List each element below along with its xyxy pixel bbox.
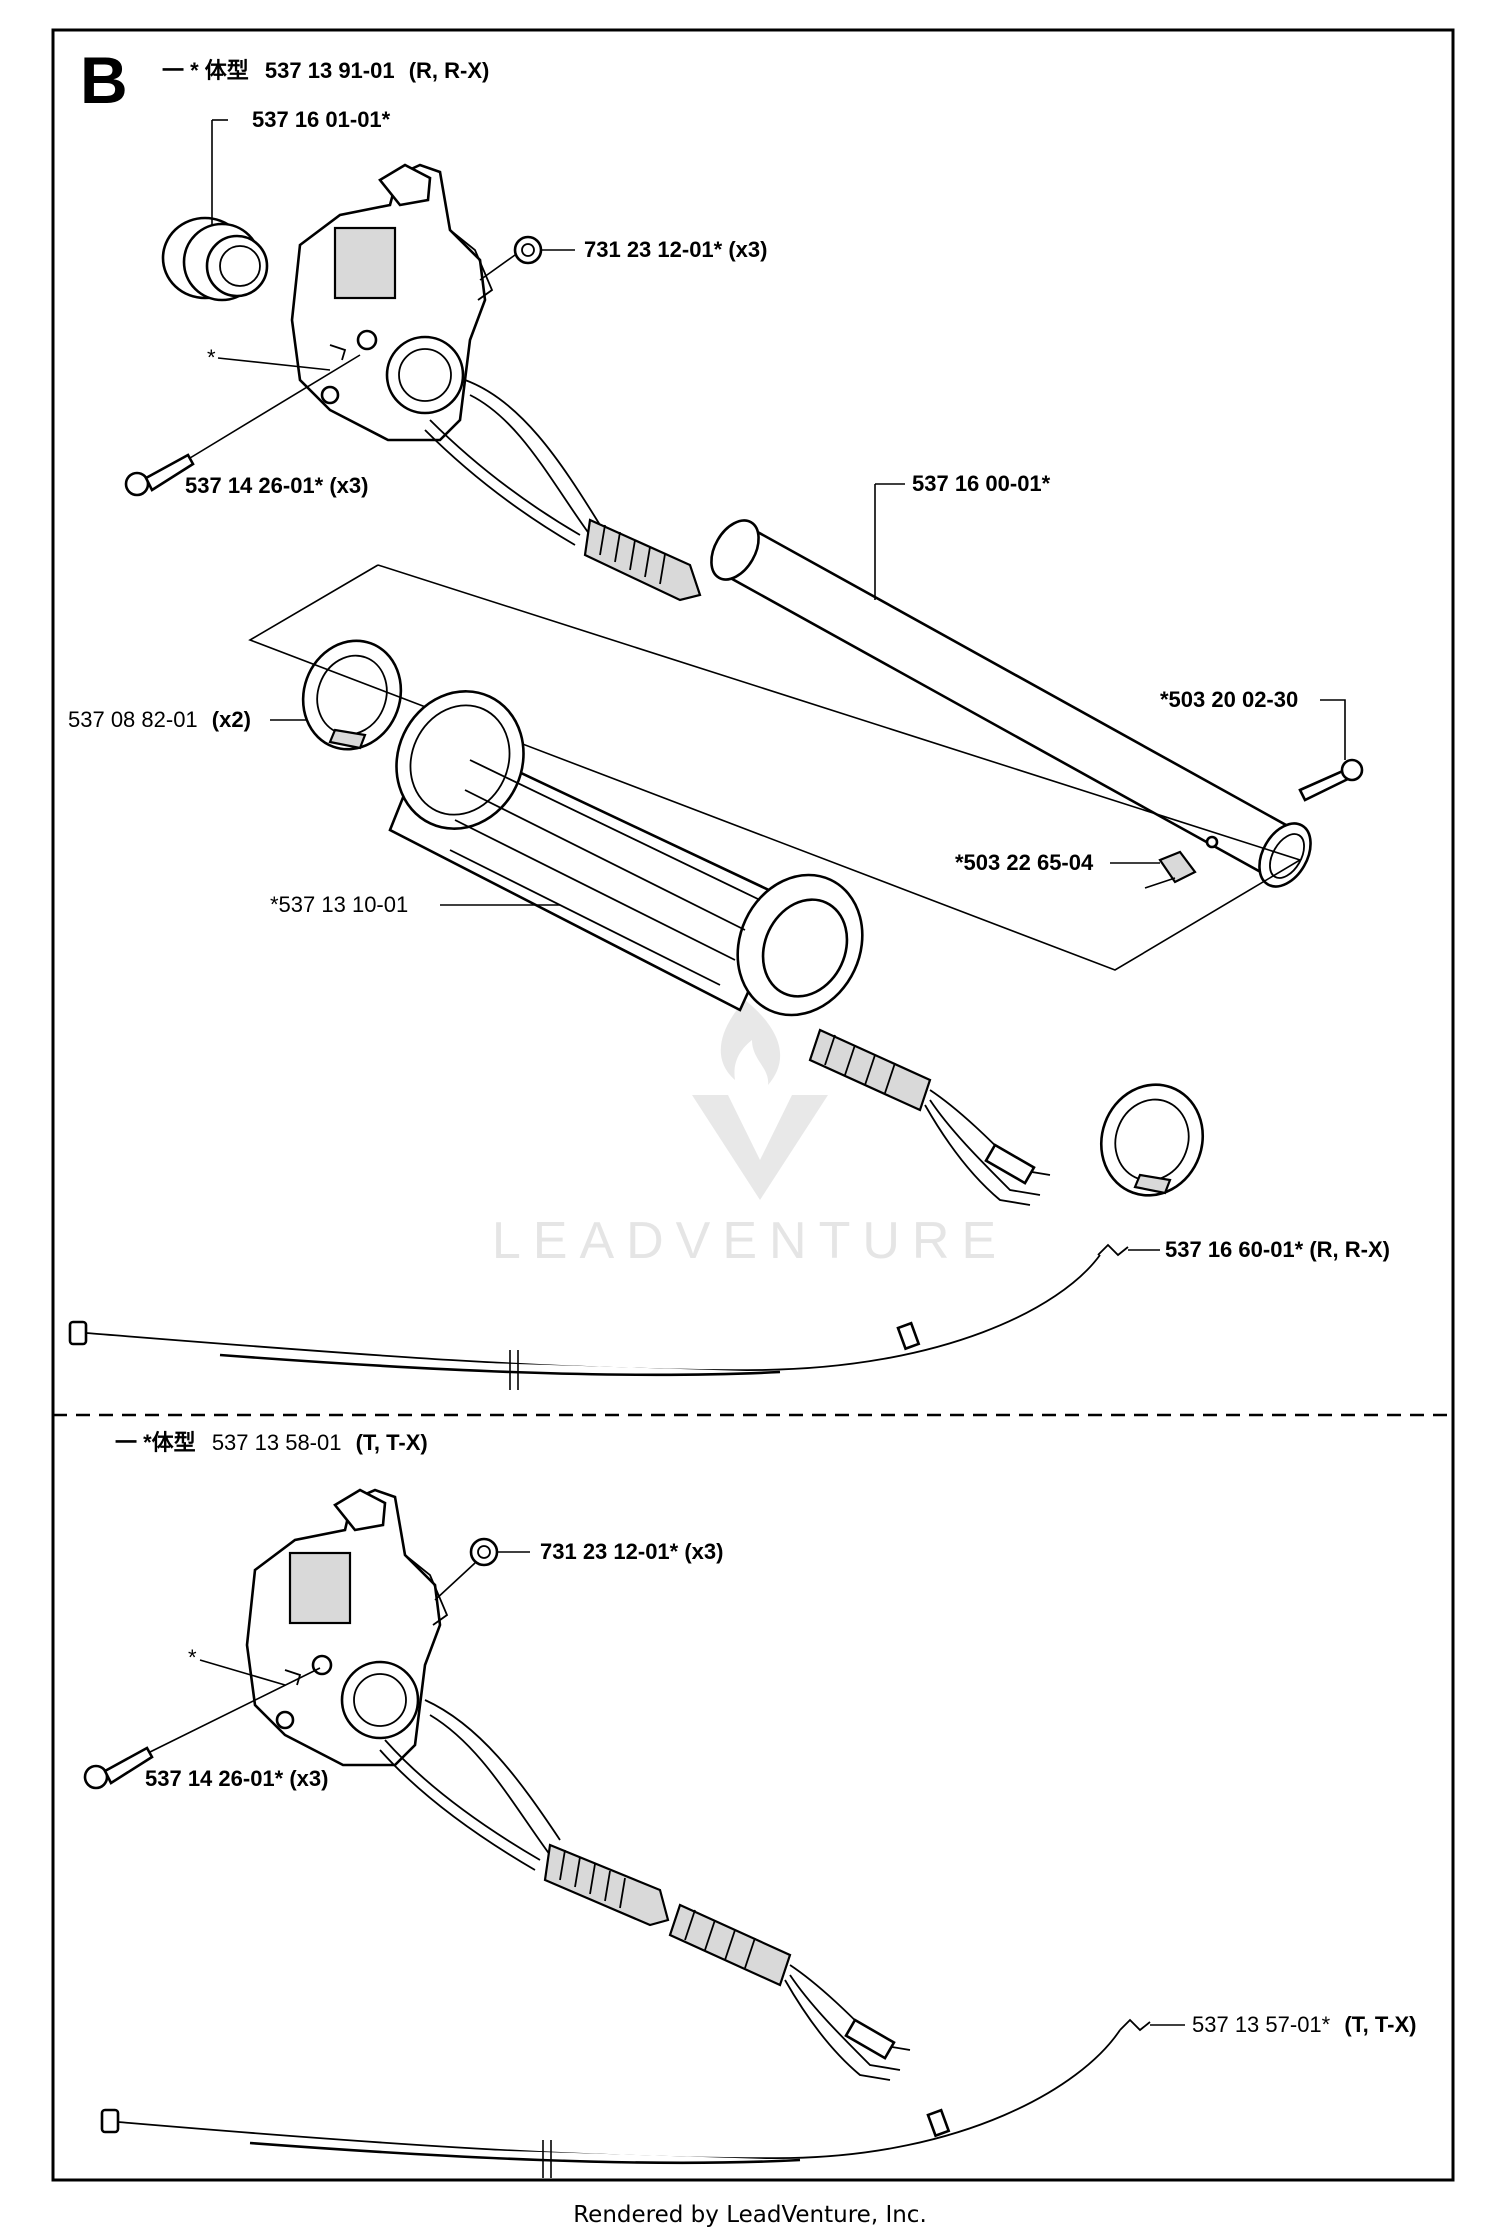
lower-assembly-prefix: 一 *体型: [115, 1430, 196, 1455]
grip-part: [388, 690, 864, 1017]
ring-part-left: [301, 639, 403, 751]
section-letter: B: [80, 43, 128, 117]
bolt-part: [1298, 758, 1364, 802]
label-upper-cable: 537 16 60-01* (R, R-X): [1165, 1237, 1390, 1262]
upper-assembly-label: 一 * 体型 537 13 91-01 (R, R-X): [162, 58, 489, 83]
upper-assembly-prefix: 一 * 体型: [162, 58, 249, 83]
label-upper-nut: 731 23 12-01* (x3): [584, 237, 767, 262]
label-ring-part: 537 08 82-01: [68, 707, 198, 732]
label-ring-qty: (x2): [212, 707, 251, 732]
upper-assembly-part: 537 13 91-01: [265, 58, 395, 83]
upper-screw: [124, 453, 195, 497]
lower-throttle-cable: [100, 2018, 1151, 2178]
watermark-logo: LEADVENTURE: [492, 1000, 1008, 1270]
upper-handle-housing: [290, 163, 494, 442]
v-mark-icon: [692, 1095, 828, 1200]
label-ring: 537 08 82-01 (x2): [68, 707, 251, 732]
label-upper-screw: 537 14 26-01* (x3): [185, 473, 368, 498]
lower-screw: [83, 1746, 154, 1790]
upper-assembly-models: (R, R-X): [409, 58, 490, 83]
footer-credit: Rendered by LeadVenture, Inc.: [573, 2202, 927, 2228]
lower-assembly-models: (T, T-X): [356, 1430, 428, 1455]
lower-nut: [469, 1537, 499, 1567]
label-upper-housing-star: *: [207, 345, 216, 370]
upper-connector-bundle: [808, 1028, 1051, 1206]
label-lower-housing-star: *: [188, 1645, 197, 1670]
label-lower-cable: 537 13 57-01* (T, T-X): [1192, 2012, 1416, 2037]
lower-assembly-label: 一 *体型 537 13 58-01 (T, T-X): [115, 1430, 428, 1455]
flame-icon: [720, 1000, 781, 1085]
label-tube: 537 16 00-01*: [912, 471, 1051, 496]
upper-throttle-cable: [68, 1243, 1129, 1390]
label-lower-nut: 731 23 12-01* (x3): [540, 1539, 723, 1564]
label-lower-cable-part: 537 13 57-01*: [1192, 2012, 1331, 2037]
label-grip: *537 13 10-01: [270, 892, 408, 917]
ring-part-right: [1099, 1083, 1205, 1197]
square-nut-part: [1158, 850, 1197, 884]
bellows-part: [161, 216, 269, 302]
label-bellows: 537 16 01-01*: [252, 107, 391, 132]
lower-wire-harness: [379, 1699, 911, 2081]
lower-assembly-part: 537 13 58-01: [212, 1430, 342, 1455]
label-square-nut: *503 22 65-04: [955, 850, 1094, 875]
label-lower-screw: 537 14 26-01* (x3): [145, 1766, 328, 1791]
assembly-reference-outline: [248, 564, 1302, 971]
label-lower-cable-models: (T, T-X): [1344, 2012, 1416, 2037]
diagram-frame: [51, 28, 1455, 2182]
label-bolt: *503 20 02-30: [1160, 687, 1298, 712]
upper-nut: [513, 235, 543, 265]
upper-wire-harness: [424, 379, 702, 602]
lower-handle-housing: [245, 1488, 449, 1767]
watermark-text: LEADVENTURE: [492, 1212, 1008, 1270]
